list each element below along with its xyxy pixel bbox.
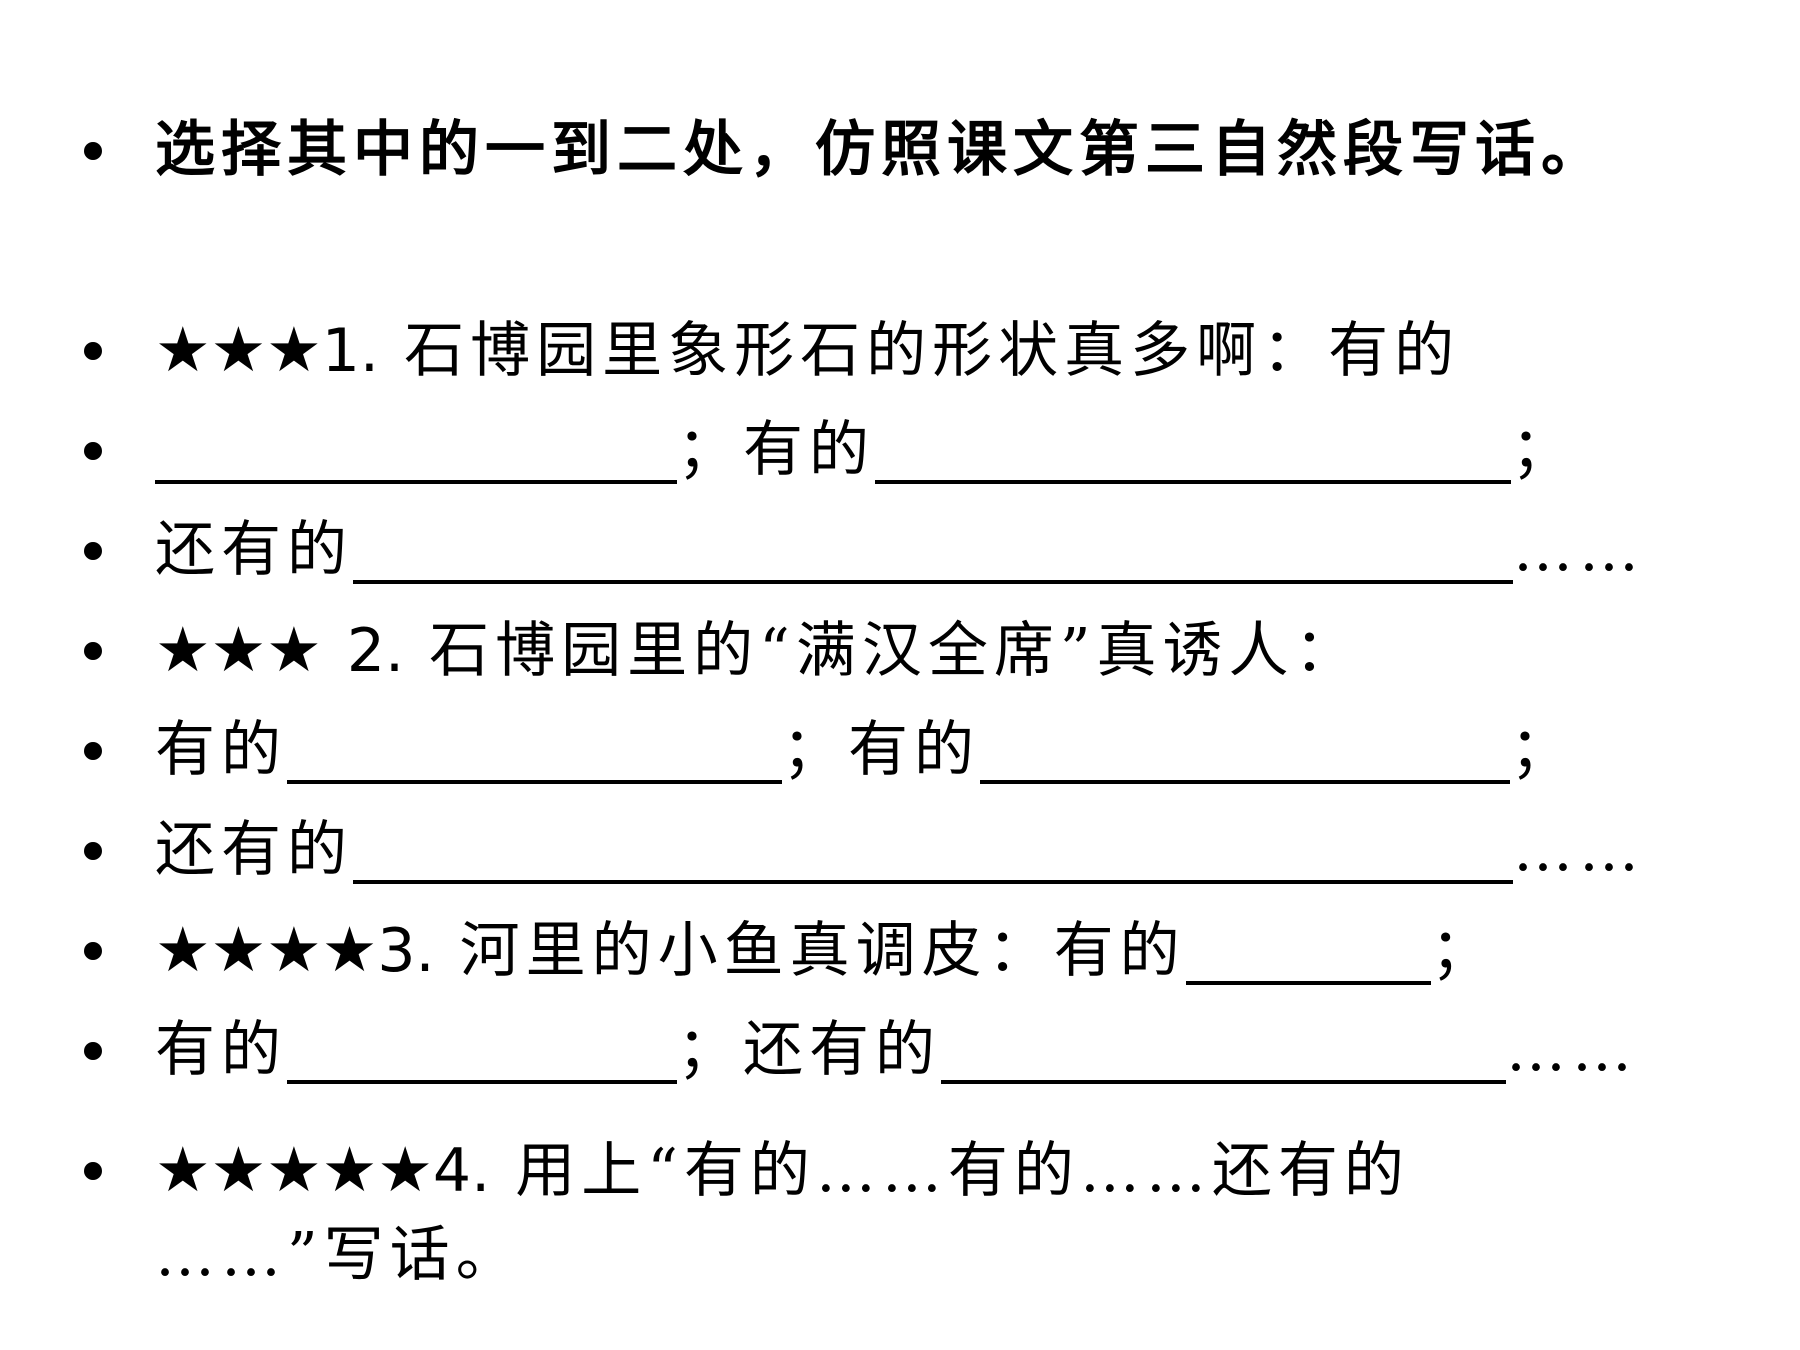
ellipsis-text: …… — [1513, 515, 1645, 585]
end-text: ； — [1430, 916, 1497, 986]
answer-blank[interactable] — [287, 1024, 677, 1084]
separator-text: ；有的 — [782, 715, 980, 785]
ellipsis-text: …… — [1513, 815, 1645, 885]
answer-blank[interactable] — [287, 724, 782, 784]
end-text: ； — [1510, 715, 1576, 785]
answer-blank[interactable] — [941, 1024, 1506, 1084]
instruction-line: 选择其中的一到二处，仿照课文第三自然段写话。 — [0, 100, 1800, 200]
exercise-2-line-2: 有的 ；有的 ； — [0, 700, 1800, 800]
answer-blank[interactable] — [875, 424, 1511, 484]
exercise-number: 2. — [346, 616, 405, 686]
exercise-1-line-2: ；有的 ； — [0, 400, 1800, 500]
exercise-prompt: 用上“有的……有的……还有的 — [515, 1136, 1410, 1206]
star-rating-icon: ★★★ — [155, 613, 322, 686]
bullet-icon — [84, 742, 102, 760]
bullet-icon — [84, 442, 102, 460]
bullet-icon — [84, 542, 102, 560]
answer-blank[interactable] — [1185, 925, 1431, 985]
answer-blank[interactable] — [980, 724, 1510, 784]
exercise-prompt: 石博园里的“满汉全席”真诱人： — [429, 616, 1361, 686]
ellipsis-text: …… — [1506, 1015, 1638, 1085]
exercise-number: 1. — [321, 316, 379, 386]
separator-text: ；还有的 — [677, 1015, 941, 1085]
exercise-2-line-1: ★★★ 2. 石博园里的“满汉全席”真诱人： — [0, 600, 1800, 700]
bullet-icon — [84, 642, 102, 660]
exercise-1-line-1: ★★★1. 石博园里象形石的形状真多啊：有的 — [0, 300, 1800, 400]
exercise-3-line-2: 有的 ；还有的 …… — [0, 1000, 1800, 1100]
bullet-icon — [84, 342, 102, 360]
exercise-4-line-2: ……”写话。 — [155, 1220, 522, 1290]
prefix-text: 还有的 — [155, 515, 353, 585]
exercise-2-line-3: 还有的 …… — [0, 800, 1800, 900]
prefix-text: 有的 — [155, 1015, 287, 1085]
instruction-text: 选择其中的一到二处，仿照课文第三自然段写话。 — [155, 115, 1607, 185]
exercise-1-line-3: 还有的 …… — [0, 500, 1800, 600]
end-text: ； — [1511, 415, 1577, 485]
answer-blank[interactable] — [155, 424, 677, 484]
answer-blank[interactable] — [353, 524, 1513, 584]
separator-text: ；有的 — [677, 415, 875, 485]
answer-blank[interactable] — [353, 824, 1513, 884]
exercise-prompt: 石博园里象形石的形状真多啊：有的 — [404, 316, 1461, 386]
prefix-text: 还有的 — [155, 815, 353, 885]
exercise-4-line-1: ★★★★★4. 用上“有的……有的……还有的 — [0, 1120, 1800, 1220]
bullet-icon — [84, 1162, 102, 1180]
exercise-number: 3. — [377, 916, 435, 986]
bullet-icon — [84, 142, 102, 160]
bullet-icon — [84, 942, 102, 960]
exercise-number: 4. — [432, 1136, 491, 1206]
bullet-icon — [84, 1042, 102, 1060]
star-rating-icon: ★★★★★ — [155, 1133, 433, 1206]
star-rating-icon: ★★★★ — [155, 913, 378, 986]
star-rating-icon: ★★★ — [155, 313, 322, 386]
prefix-text: 有的 — [155, 715, 287, 785]
exercise-prompt: 河里的小鱼真调皮：有的 — [459, 916, 1186, 986]
bullet-icon — [84, 842, 102, 860]
exercise-3-line-1: ★★★★3. 河里的小鱼真调皮：有的 ； — [0, 900, 1800, 1000]
